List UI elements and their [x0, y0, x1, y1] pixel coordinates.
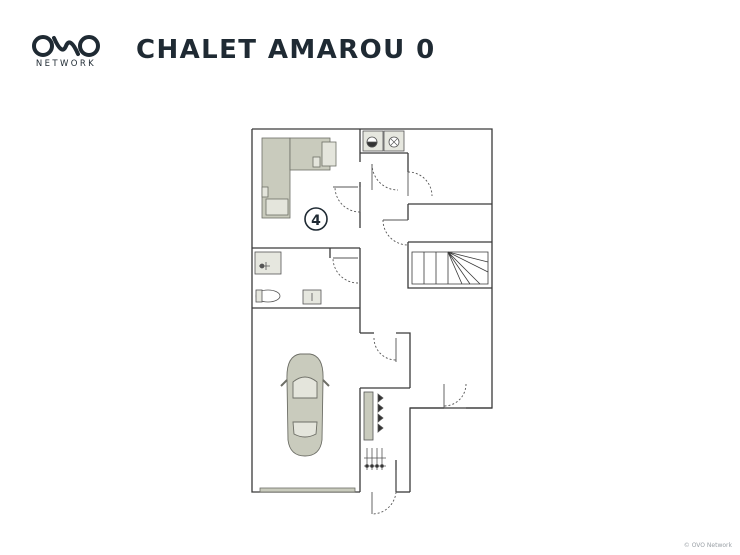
brand-wordmark: NETWORK — [35, 59, 97, 69]
page-title: CHALET AMAROU 0 — [136, 35, 436, 65]
brand-logo[interactable] — [32, 34, 100, 74]
garage-car — [280, 353, 330, 457]
doors — [332, 163, 467, 515]
copyright-text: © OVO Network — [683, 542, 732, 549]
bedroom-furniture — [261, 137, 337, 219]
room-number: 4 — [311, 213, 321, 229]
garage-door — [259, 487, 356, 493]
staircase — [411, 251, 489, 285]
laundry-appliances — [362, 130, 405, 152]
ovo-logo-icon — [32, 35, 100, 57]
bathroom-fixtures — [254, 251, 322, 305]
garage-tools — [363, 391, 386, 470]
room-number-badge — [304, 207, 328, 231]
